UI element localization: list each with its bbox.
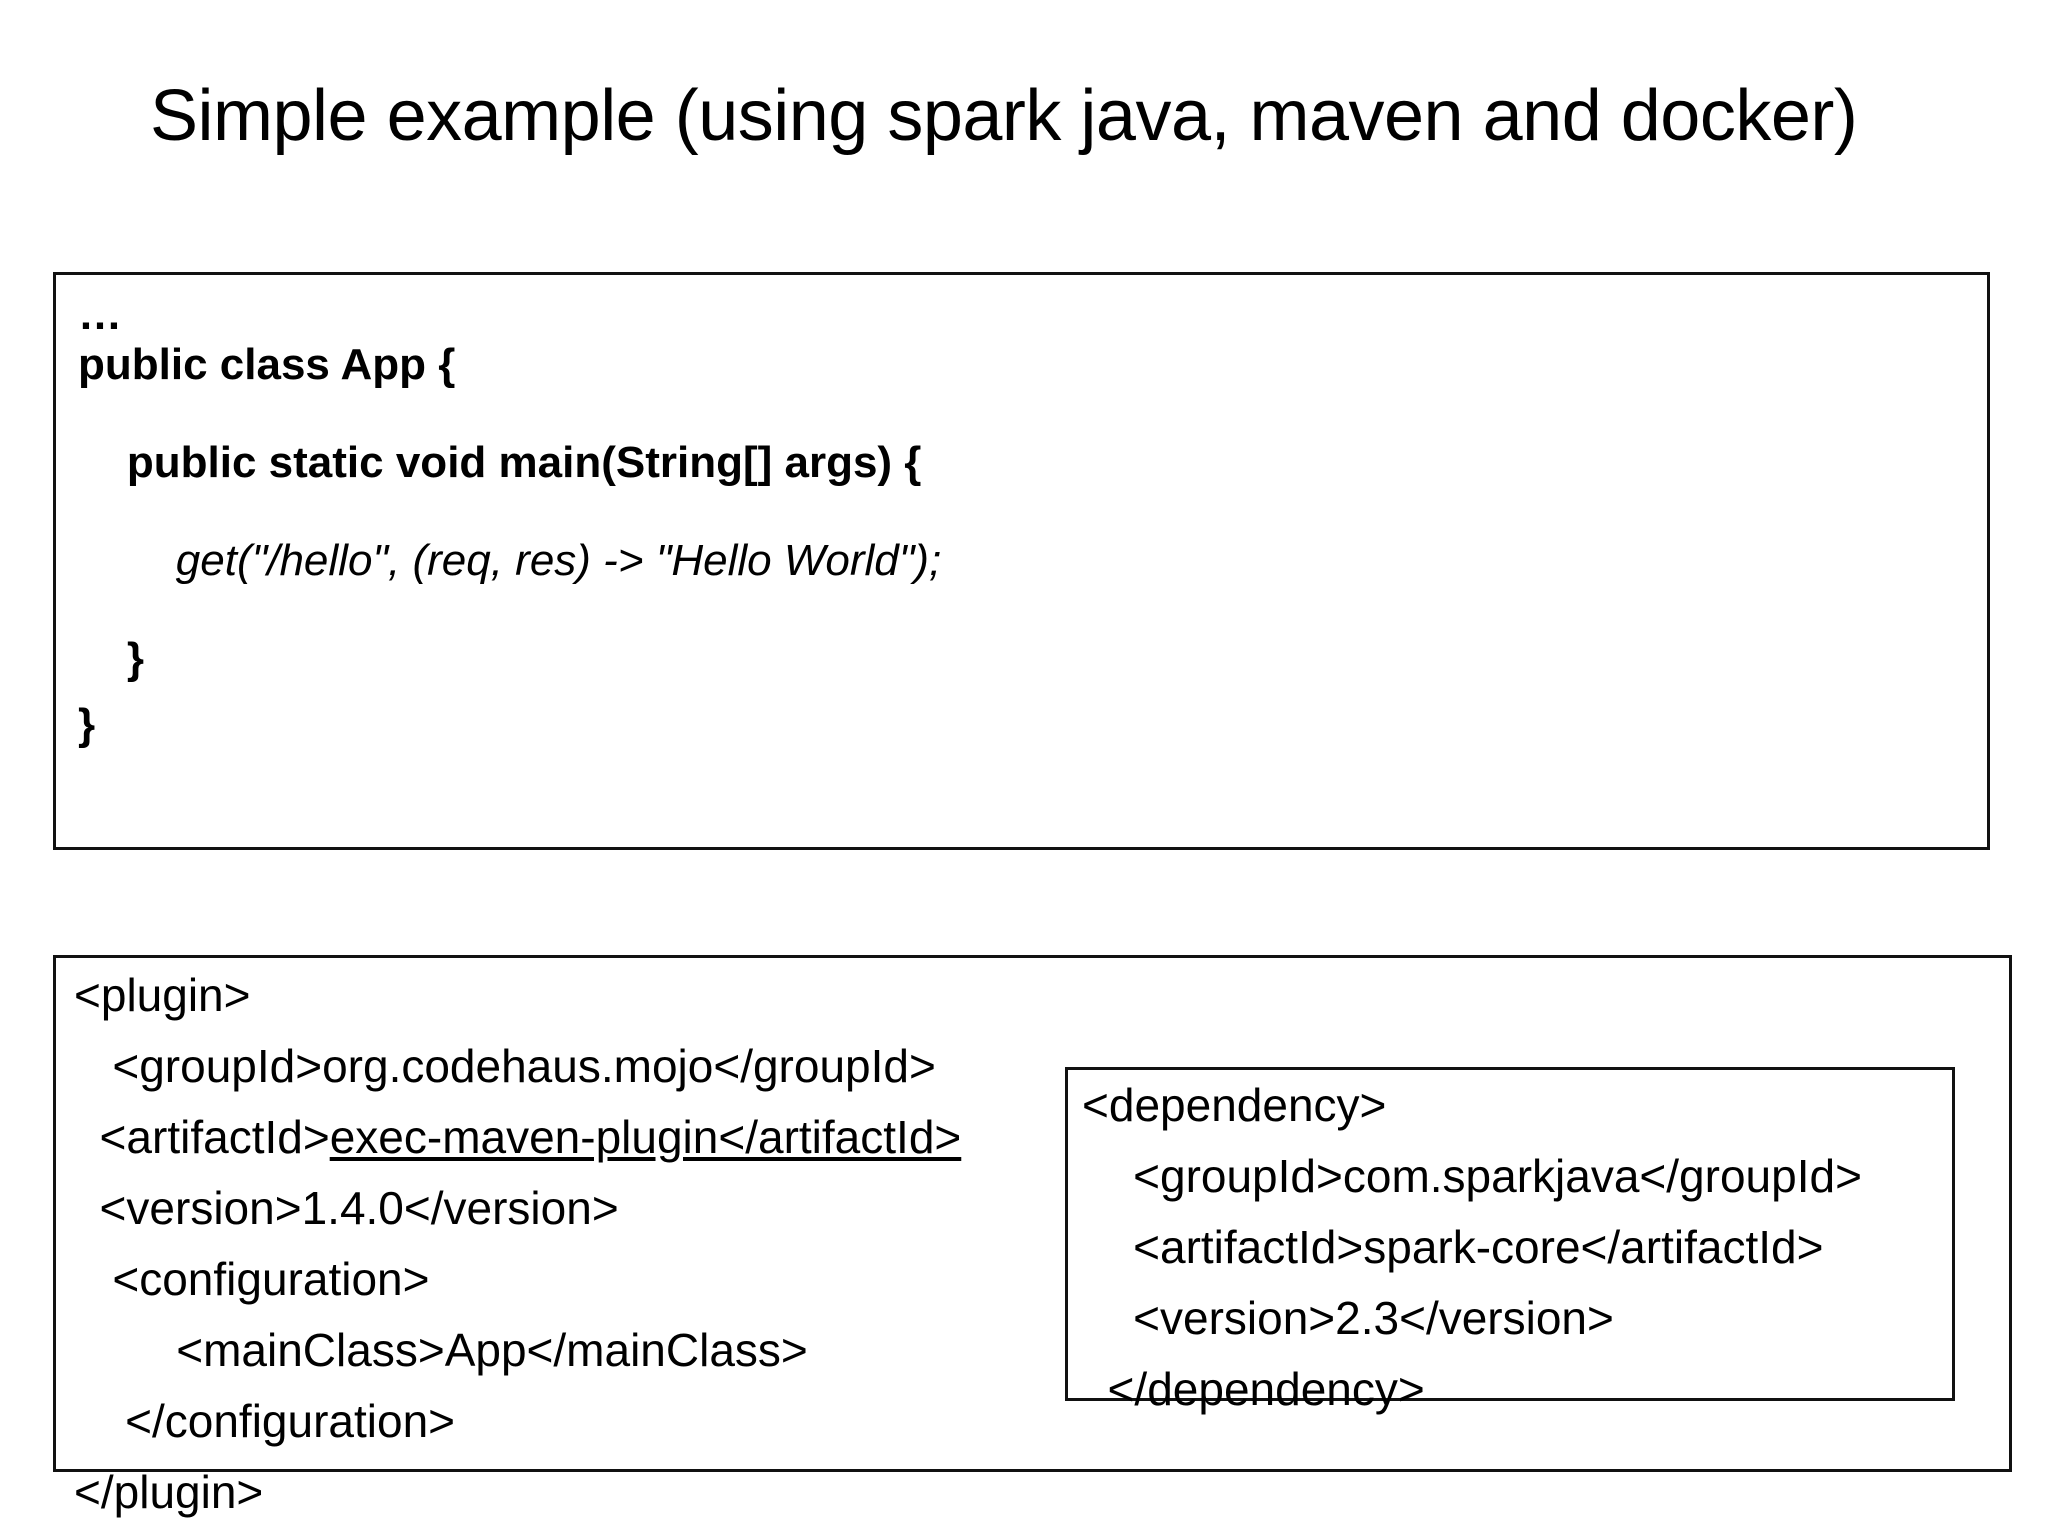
dependency-xml-lines: <dependency> <groupId>com.sparkjava</gro… bbox=[1082, 1082, 1862, 1437]
code-line: <version>1.4.0</version> bbox=[74, 1182, 619, 1234]
code-line: </configuration> bbox=[74, 1395, 456, 1447]
code-line-underlined-part: exec-maven-plugin</artifactId> bbox=[329, 1111, 962, 1163]
code-line: </dependency> bbox=[1082, 1363, 1425, 1415]
code-line: <version>2.3</version> bbox=[1082, 1292, 1614, 1344]
code-line: <groupId>org.codehaus.mojo</groupId> bbox=[74, 1040, 936, 1092]
code-line: <artifactId>spark-core</artifactId> bbox=[1082, 1221, 1824, 1273]
maven-dependency-panel: <dependency> <groupId>com.sparkjava</gro… bbox=[1065, 1067, 1955, 1412]
code-line: <plugin> bbox=[74, 969, 251, 1021]
code-line-artifactid: <artifactId>exec-maven-plugin</artifactI… bbox=[74, 1111, 962, 1185]
code-line-blank bbox=[78, 409, 941, 441]
code-line: } bbox=[78, 700, 96, 749]
code-line: <groupId>com.sparkjava</groupId> bbox=[1082, 1150, 1862, 1202]
maven-plugin-panel: <plugin> <groupId>org.codehaus.mojo</gro… bbox=[53, 955, 2012, 1515]
java-code-panel: … public class App { public static void … bbox=[53, 272, 1990, 850]
code-line: <mainClass>App</mainClass> bbox=[74, 1324, 808, 1376]
java-code-lines: … public class App { public static void … bbox=[78, 293, 941, 769]
code-line: } bbox=[78, 634, 145, 683]
code-line-blank bbox=[78, 605, 941, 637]
code-line-prefix: <artifactId> bbox=[74, 1111, 330, 1163]
code-line: <dependency> bbox=[1082, 1079, 1387, 1131]
code-line: get("/hello", (req, res) -> "Hello World… bbox=[78, 536, 942, 585]
code-line: </plugin> bbox=[74, 1466, 264, 1518]
code-line: public class App { bbox=[78, 340, 456, 389]
page-title: Simple example (using spark java, maven … bbox=[150, 76, 1858, 156]
plugin-xml-lines: <plugin> <groupId>org.codehaus.mojo</gro… bbox=[74, 972, 961, 1540]
code-line: <configuration> bbox=[74, 1253, 430, 1305]
code-line-blank bbox=[78, 507, 941, 539]
code-line: … bbox=[78, 290, 122, 339]
code-line: public static void main(String[] args) { bbox=[78, 438, 922, 487]
